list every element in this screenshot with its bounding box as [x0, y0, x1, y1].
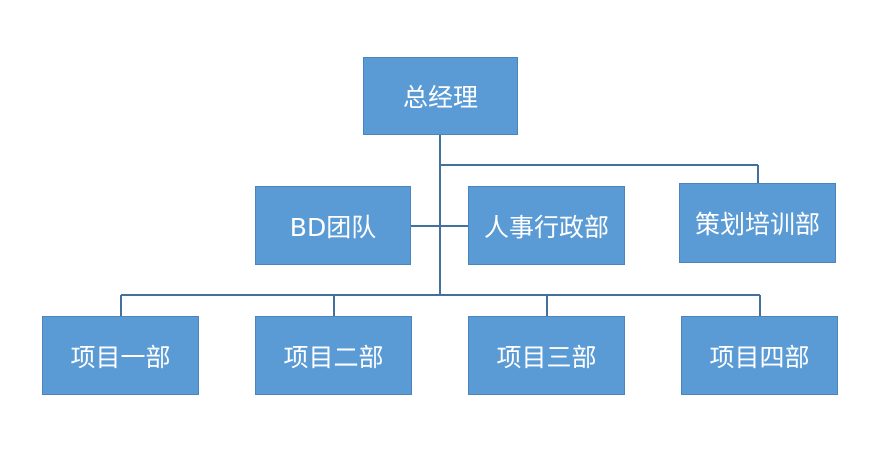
node-label: 项目三部 [496, 342, 597, 372]
node-project-4: 项目四部 [681, 316, 838, 395]
node-label: 人事行政部 [483, 212, 609, 242]
node-label: BD团队 [289, 212, 377, 242]
node-hr-admin: 人事行政部 [468, 186, 625, 265]
node-bd-team: BD团队 [255, 186, 411, 265]
node-project-2: 项目二部 [255, 316, 412, 395]
node-label: 项目二部 [283, 342, 384, 372]
node-project-3: 项目三部 [468, 316, 625, 395]
node-general-manager: 总经理 [363, 57, 518, 135]
node-project-1: 项目一部 [42, 316, 199, 395]
node-label: 总经理 [402, 83, 478, 112]
node-label: 项目四部 [709, 342, 810, 372]
node-planning-training: 策划培训部 [679, 183, 836, 263]
node-label: 项目一部 [70, 342, 171, 372]
node-label: 策划培训部 [694, 210, 820, 239]
